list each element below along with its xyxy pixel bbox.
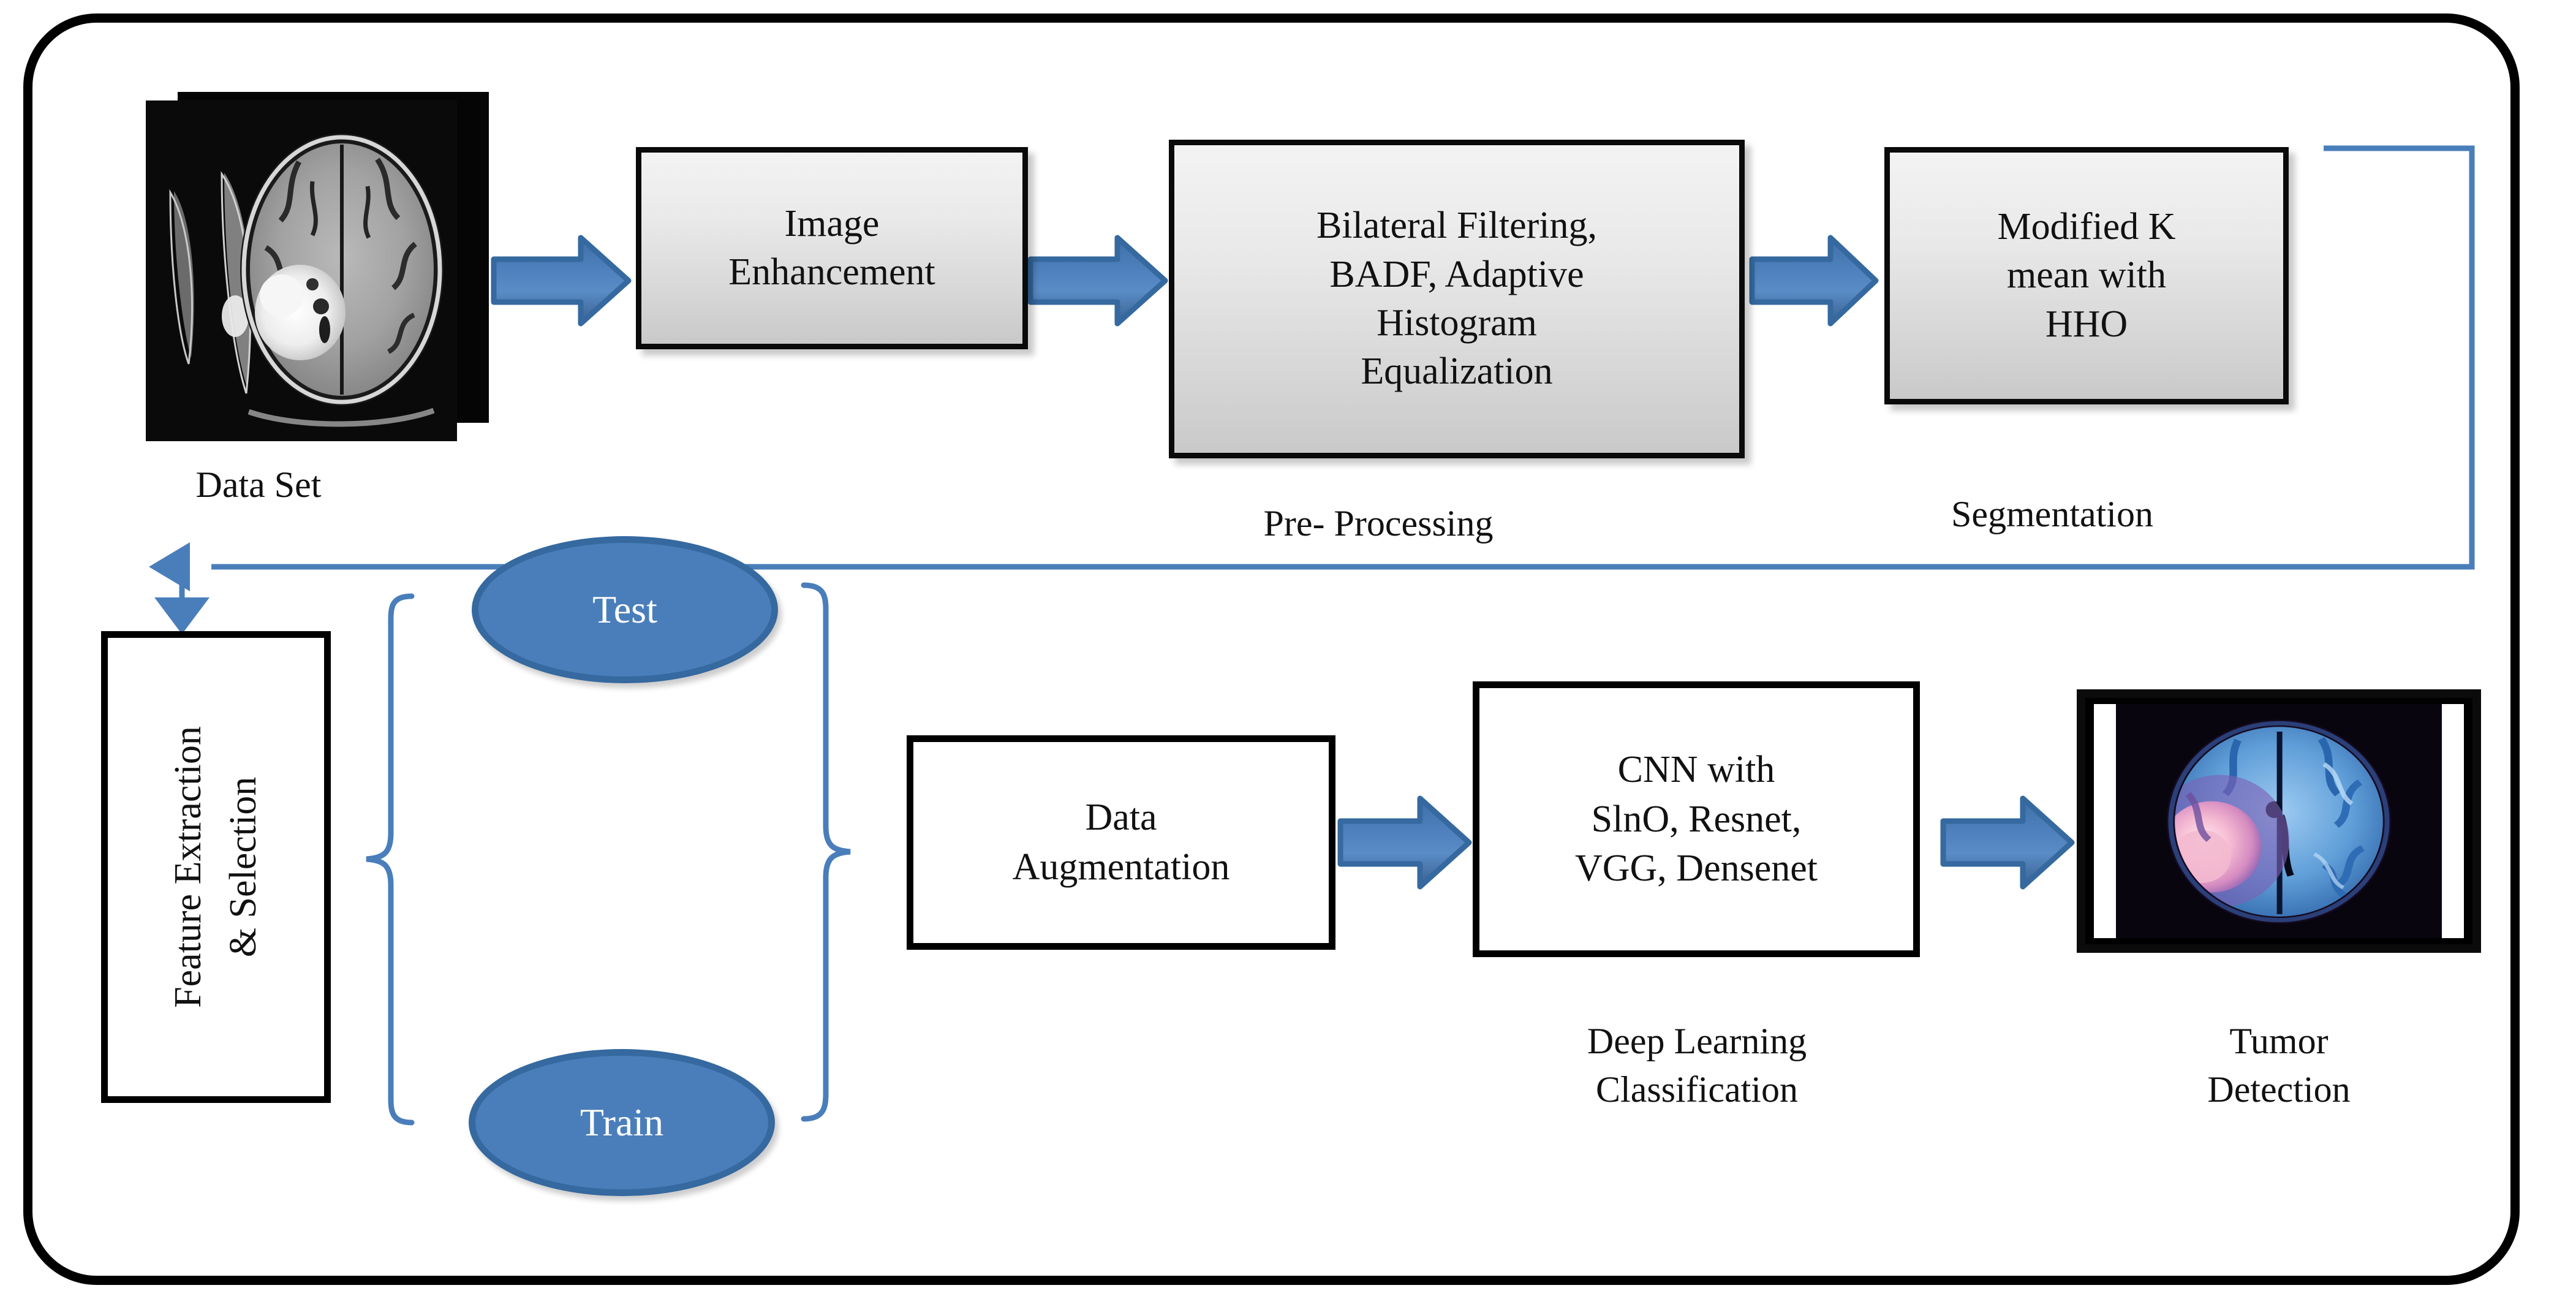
dataset-mri-stack <box>146 92 489 441</box>
box-data-augmentation[interactable]: Data Augmentation <box>907 735 1335 950</box>
block-arrow-augmentation-to-cnn <box>1337 795 1472 890</box>
dataset-label: Data Set <box>195 464 322 505</box>
node-test-label: Test <box>592 588 657 631</box>
block-arrow-preprocessing-to-segmentation <box>1749 235 1879 327</box>
box-segmentation-method[interactable]: Modified K mean with HHO <box>1884 147 2289 404</box>
node-train-label: Train <box>580 1101 664 1144</box>
node-train[interactable]: Train <box>469 1049 775 1196</box>
brace-right-split <box>801 582 851 1122</box>
block-arrow-enhancement-to-preprocessing <box>1027 235 1168 327</box>
box-segmentation-method-text: Modified K mean with HHO <box>1997 205 2176 345</box>
arrowhead-down <box>154 597 210 634</box>
box-preprocessing-methods-text: Bilateral Filtering, BADF, Adaptive Hist… <box>1316 205 1597 393</box>
block-arrow-cnn-to-detection <box>1940 795 2075 890</box>
box-image-enhancement-text: Image Enhancement <box>728 202 935 293</box>
box-feature-extraction-selection-text: Feature Extraction & Selection <box>167 726 264 1008</box>
box-feature-extraction-selection[interactable]: Feature Extraction & Selection <box>101 631 331 1103</box>
label-deep-learning-classification: Deep Learning Classification <box>1587 1021 1807 1110</box>
box-preprocessing-methods[interactable]: Bilateral Filtering, BADF, Adaptive Hist… <box>1169 140 1745 458</box>
box-cnn-models[interactable]: CNN with SlnO, Resnet, VGG, Densenet <box>1473 681 1920 957</box>
box-data-augmentation-text: Data Augmentation <box>1012 797 1230 888</box>
box-image-enhancement[interactable]: Image Enhancement <box>636 147 1028 349</box>
result-mri-frame <box>2077 689 2481 953</box>
outer-frame-border <box>23 13 2520 1285</box>
label-tumor-detection: Tumor Detection <box>2207 1021 2351 1110</box>
brace-left-split <box>366 593 415 1126</box>
label-segmentation: Segmentation <box>1951 494 2153 534</box>
label-pre-processing: Pre- Processing <box>1263 503 1494 544</box>
box-cnn-models-text: CNN with SlnO, Resnet, VGG, Densenet <box>1574 749 1818 890</box>
arrowhead-left <box>149 542 190 591</box>
node-test[interactable]: Test <box>472 536 778 683</box>
result-mri-image <box>2116 704 2442 938</box>
block-arrow-dataset-to-enhancement <box>491 235 632 327</box>
